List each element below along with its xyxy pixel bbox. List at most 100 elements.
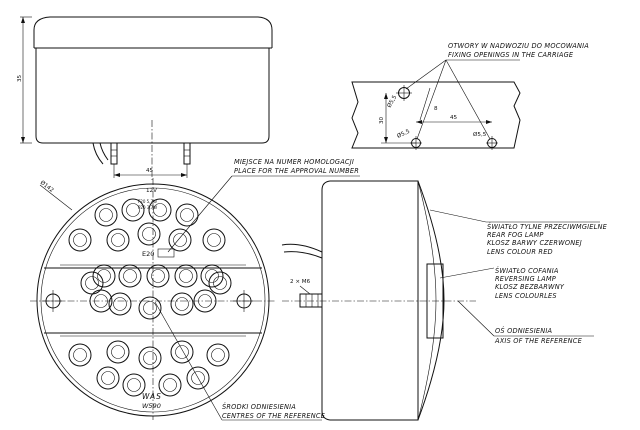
led-inner-ring [163, 378, 177, 392]
fixing-openings-label-pl: OTWORY W NADWOZIU DO MOCOWANIA [448, 42, 589, 50]
led-inner-ring [213, 276, 227, 290]
led-outer-ring [186, 366, 210, 390]
led-outer-ring [106, 340, 130, 364]
led-inner-ring [211, 348, 225, 362]
fog-lamp-callout: ŚWIATŁO TYLNE PRZECIWMGIELNE REAR FOG LA… [429, 209, 608, 256]
led-outer-ring [174, 264, 198, 288]
led-inner-ring [73, 348, 87, 362]
led-inner-ring [151, 269, 165, 283]
led-inner-ring [111, 233, 125, 247]
led-outer-ring [89, 289, 113, 313]
led-inner-ring [127, 378, 141, 392]
led-outer-ring [68, 343, 92, 367]
led-inner-ring [179, 269, 193, 283]
led-outer-ring [170, 340, 194, 364]
led-inner-ring [191, 371, 205, 385]
reversing-lamp-line-3: KLOSZ BEZBARWNY [495, 283, 565, 291]
diameter-dimension: Ø142 [39, 179, 55, 194]
led-outer-ring [168, 228, 192, 252]
led-inner-ring [113, 297, 127, 311]
vertical-dimension: 30 [379, 116, 385, 124]
led-outer-ring [121, 198, 145, 222]
led-outer-ring [175, 203, 199, 227]
left-hole-diameter: Ø5,5 [396, 128, 411, 140]
led-array [68, 198, 232, 397]
led-inner-ring [94, 294, 108, 308]
led-outer-ring [92, 264, 116, 288]
approval-mark: E20 [142, 250, 154, 258]
model-label: W590 [142, 402, 161, 410]
led-inner-ring [73, 233, 87, 247]
height-dimension: 35 [17, 74, 23, 82]
spec-line-2: P20 3,7W [138, 205, 157, 210]
led-inner-ring [97, 269, 111, 283]
led-outer-ring [158, 373, 182, 397]
led-inner-ring [99, 208, 113, 222]
fog-lamp-line-4: LENS COLOUR RED [487, 248, 553, 256]
led-inner-ring [198, 294, 212, 308]
front-view: Ø142 12V F20 5,7W P20 3,7W E20 WAS W590 [30, 178, 276, 420]
reference-centres-callout: ŚRODKI ODNIESIENIA CENTRES OF THE REFERE… [154, 301, 326, 421]
fog-lamp-line-2: REAR FOG LAMP [487, 231, 544, 239]
led-outer-ring [118, 264, 142, 288]
axis-callout: OŚ ODNIESIENIA AXIS OF THE REFERENCE [457, 300, 594, 345]
spec-line-1: F20 5,7W [138, 199, 157, 204]
led-outer-ring [106, 228, 130, 252]
led-outer-ring [94, 203, 118, 227]
led-inner-ring [126, 203, 140, 217]
led-outer-ring [68, 228, 92, 252]
led-outer-ring [146, 264, 170, 288]
led-outer-ring [80, 271, 104, 295]
reversing-lamp-line-2: REVERSING LAMP [495, 275, 556, 283]
led-inner-ring [142, 227, 156, 241]
led-outer-ring [96, 366, 120, 390]
voltage-label: 12V [146, 188, 157, 194]
reversing-lamp-line-1: ŚWIATŁO COFANIA [495, 266, 559, 275]
led-inner-ring [173, 233, 187, 247]
approval-label-en: PLACE FOR THE APPROVAL NUMBER [234, 167, 359, 175]
reference-centres-label-en: CENTRES OF THE REFERENCE [222, 412, 326, 420]
large-hole-diameter: Ø5,5 [386, 94, 399, 109]
led-outer-ring [138, 346, 162, 370]
led-outer-ring [108, 292, 132, 316]
led-outer-ring [193, 289, 217, 313]
led-outer-ring [137, 222, 161, 246]
led-outer-ring [148, 198, 172, 222]
fog-lamp-line-3: KLOSZ BARWY CZERWONEJ [487, 239, 582, 247]
led-inner-ring [111, 345, 125, 359]
led-inner-ring [205, 269, 219, 283]
led-outer-ring [206, 343, 230, 367]
led-inner-ring [175, 297, 189, 311]
approval-label-pl: MIEJSCE NA NUMER HOMOLOGACJI [234, 158, 354, 166]
stud-spacing-dimension: 45 [146, 168, 154, 174]
top-view: 35 45 [17, 16, 273, 180]
led-outer-ring [170, 292, 194, 316]
led-inner-ring [207, 233, 221, 247]
brand-label: WAS [142, 392, 162, 401]
side-view: 2 × M6 [281, 180, 476, 421]
fog-lamp-line-1: ŚWIATŁO TYLNE PRZECIWMGIELNE [487, 222, 608, 231]
reference-centres-label-pl: ŚRODKI ODNIESIENIA [222, 402, 296, 411]
bolt-label: 2 × M6 [290, 279, 311, 285]
led-inner-ring [123, 269, 137, 283]
small-hole-dimension: 8 [434, 106, 438, 112]
led-inner-ring [153, 203, 167, 217]
right-hole-diameter: Ø5,5 [473, 131, 487, 138]
led-inner-ring [143, 301, 157, 315]
led-outer-ring [200, 264, 224, 288]
approval-callout: MIEJSCE NA NUMER HOMOLOGACJI PLACE FOR T… [167, 158, 360, 253]
fixing-openings-label-en: FIXING OPENINGS IN THE CARRIAGE [448, 51, 574, 59]
reversing-lamp-callout: ŚWIATŁO COFANIA REVERSING LAMP KLOSZ BEZ… [439, 266, 565, 300]
led-outer-ring [122, 373, 146, 397]
led-inner-ring [85, 276, 99, 290]
hole-spacing-dimension: 45 [450, 115, 458, 121]
led-inner-ring [143, 351, 157, 365]
led-outer-ring [202, 228, 226, 252]
axis-label-en: AXIS OF THE REFERENCE [494, 337, 583, 345]
mounting-diagram: OTWORY W NADWOZIU DO MOCOWANIA FIXING OP… [351, 42, 589, 150]
led-outer-ring [138, 296, 162, 320]
led-inner-ring [101, 371, 115, 385]
led-outer-ring [208, 271, 232, 295]
axis-label-pl: OŚ ODNIESIENIA [495, 326, 553, 335]
